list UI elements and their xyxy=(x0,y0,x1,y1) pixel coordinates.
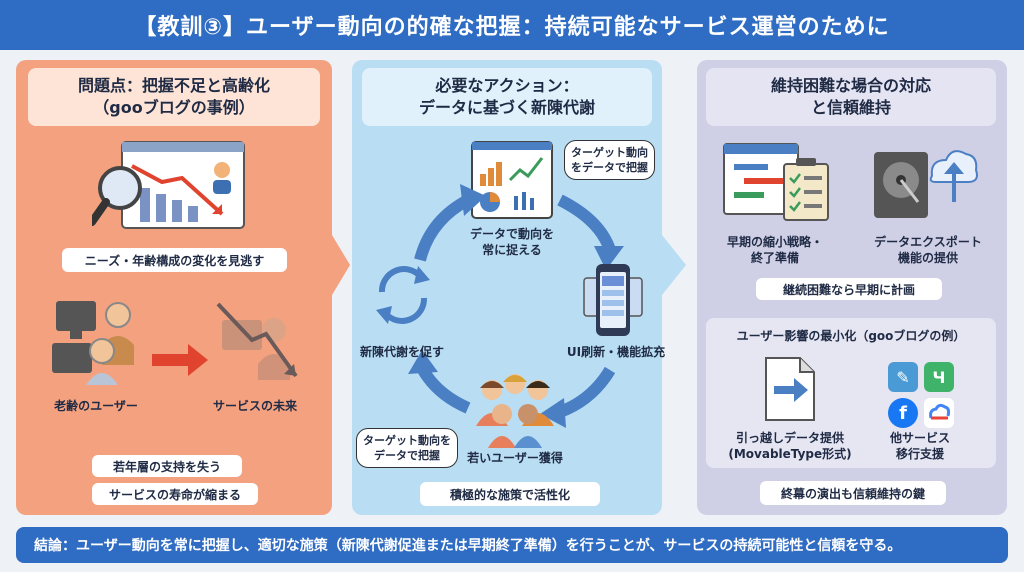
bubble2-line1: ターゲット動向を xyxy=(363,434,451,447)
export-label-line1: データエクスポート xyxy=(874,235,982,249)
page-title: 【教訓③】ユーザー動向の的確な把握：持続可能なサービス運営のために xyxy=(0,0,1024,50)
impact-title: ユーザー影響の最小化（gooブログの例） xyxy=(736,329,966,343)
trust-pill: 終幕の演出も信頼維持の鍵 xyxy=(760,481,946,505)
refresh-icon xyxy=(376,266,430,324)
data-export-icon xyxy=(874,150,978,218)
note-service-icon: Ч xyxy=(924,362,954,392)
response-title: 維持困難な場合の対応 と信頼維持 xyxy=(706,68,996,126)
bubble1-line1: ターゲット動向 xyxy=(571,146,648,159)
plan-pill: 継続困難なら早期に計画 xyxy=(756,278,942,300)
bubble1-line2: をデータで把握 xyxy=(571,161,648,174)
move-label-line2: (MovableType形式) xyxy=(728,447,852,461)
facebook-icon: f xyxy=(888,398,918,428)
data-label: データで動向を 常に捉える xyxy=(452,226,572,258)
action-title-line1: 必要なアクション： xyxy=(435,76,579,95)
other-label-line1: 他サービス xyxy=(889,431,950,445)
lifespan-pill: サービスの寿命が縮まる xyxy=(92,483,258,505)
bubble2-line2: データで把握 xyxy=(374,449,440,462)
export-label: データエクスポート 機能の提供 xyxy=(858,234,998,266)
action-title: 必要なアクション： データに基づく新陳代謝 xyxy=(362,68,652,126)
plan-label-line1: 早期の縮小戦略・ xyxy=(726,235,823,249)
blog-service-icon: ✎ xyxy=(888,362,918,392)
panel-arrow-2 xyxy=(662,235,686,295)
data-label-line2: 常に捉える xyxy=(482,243,542,257)
ui-label: UI刷新・機能拡充 xyxy=(566,345,666,359)
renew-label: 新陳代謝を促す xyxy=(359,345,444,359)
problem-title: 問題点：把握不足と高齢化 （gooブログの事例） xyxy=(28,68,320,126)
future-label: サービスの未来 xyxy=(212,399,297,413)
move-label-line1: 引っ越しデータ提供 xyxy=(735,431,844,445)
plan-label: 早期の縮小戦略・ 終了準備 xyxy=(710,234,840,266)
impact-box xyxy=(706,318,996,468)
panel-arrow-1 xyxy=(332,235,350,295)
other-label-line2: 移行支援 xyxy=(895,447,944,461)
export-label-line2: 機能の提供 xyxy=(897,251,958,265)
elderly-users-icon xyxy=(52,301,134,385)
response-title-line2: と信頼維持 xyxy=(810,98,891,117)
active-pill: 積極的な施策で活性化 xyxy=(420,482,600,506)
problem-panel xyxy=(16,60,332,515)
elderly-label: 老齢のユーザー xyxy=(54,399,138,413)
young-pill: 若年層の支持を失う xyxy=(92,455,242,477)
conclusion-banner: 結論：ユーザー動向を常に把握し、適切な施策（新陳代謝促進または早期終了準備）を行… xyxy=(16,527,1008,563)
other-label: 他サービス 移行支援 xyxy=(868,430,972,462)
response-title-line1: 維持困難な場合の対応 xyxy=(770,76,931,95)
data-dashboard-icon xyxy=(471,141,553,219)
file-export-icon xyxy=(765,357,815,421)
needs-pill: ニーズ・年齢構成の変化を見逃す xyxy=(62,248,287,272)
phone-ui-icon xyxy=(583,264,643,336)
right-arrow-icon xyxy=(152,344,208,376)
problem-title-line1: 問題点：把握不足と高齢化 xyxy=(77,76,270,95)
target-bubble-2: ターゲット動向を データで把握 xyxy=(356,428,458,468)
action-title-line2: データに基づく新陳代謝 xyxy=(418,98,595,117)
plan-label-line2: 終了準備 xyxy=(750,251,799,265)
problem-title-line2: （gooブログの事例） xyxy=(93,98,255,117)
data-label-line1: データで動向を xyxy=(469,227,554,241)
target-bubble-1: ターゲット動向 をデータで把握 xyxy=(564,140,655,180)
move-label: 引っ越しデータ提供 (MovableType形式) xyxy=(720,430,860,462)
cloud-service-icon xyxy=(924,398,954,428)
service-decline-icon xyxy=(216,302,298,380)
young-label: 若いユーザー獲得 xyxy=(467,451,563,465)
declining-chart-magnifier-icon xyxy=(92,141,245,229)
cycle-arrows xyxy=(408,184,624,428)
plan-checklist-icon xyxy=(723,143,829,221)
young-users-icon xyxy=(476,374,554,448)
